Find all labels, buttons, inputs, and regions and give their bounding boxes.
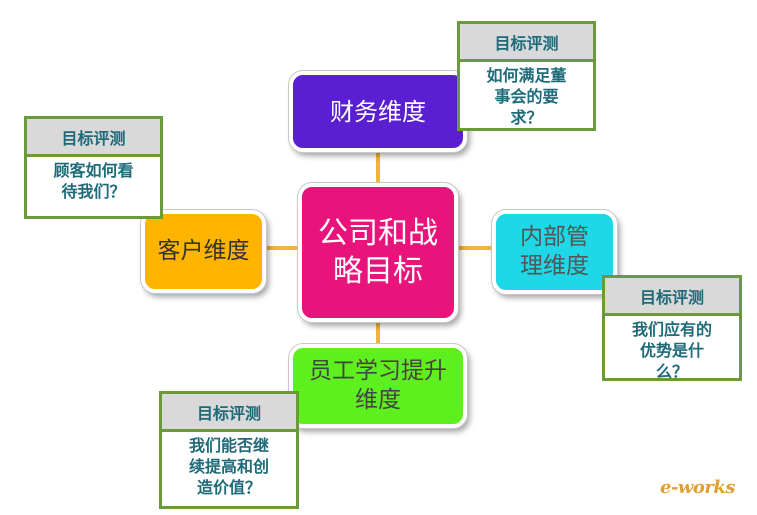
eval-box-customer: 目标评测 顾客如何看 待我们？ bbox=[24, 116, 163, 219]
eval-header-internal: 目标评测 bbox=[605, 278, 739, 316]
eval-internal-line-2: 优势是什 bbox=[639, 340, 704, 360]
center-line-2: 略目标 bbox=[333, 253, 423, 289]
learning-line-2: 维度 bbox=[355, 387, 401, 413]
center-node-strategy: 公司和战 略目标 bbox=[298, 183, 458, 322]
eval-body-learning: 我们能否继 续提高和创 造价值？ bbox=[162, 432, 296, 498]
eval-customer-line-1: 顾客如何看 bbox=[53, 161, 134, 180]
connector-right bbox=[455, 246, 497, 250]
internal-line-2: 理维度 bbox=[520, 253, 589, 279]
eval-body-finance: 如何满足董 事会的要 求？ bbox=[460, 62, 593, 128]
eval-customer-line-2: 待我们？ bbox=[61, 181, 126, 201]
connector-left bbox=[262, 246, 304, 250]
customer-dimension-node: 客户维度 bbox=[141, 210, 266, 293]
finance-dimension-label: 财务维度 bbox=[330, 97, 426, 126]
eval-learning-line-1: 我们能否继 bbox=[188, 436, 269, 455]
eval-finance-line-2: 事会的要 bbox=[494, 86, 559, 106]
connector-bottom bbox=[376, 318, 380, 348]
eval-header-learning: 目标评测 bbox=[162, 394, 296, 432]
employee-learning-text: 员工学习提升 维度 bbox=[309, 357, 447, 415]
internal-line-1: 内部管 bbox=[520, 224, 589, 251]
learning-line-1: 员工学习提升 bbox=[309, 358, 447, 385]
eval-body-customer: 顾客如何看 待我们？ bbox=[27, 157, 160, 203]
eval-box-learning: 目标评测 我们能否继 续提高和创 造价值？ bbox=[159, 391, 299, 509]
eval-learning-line-2: 续提高和创 bbox=[188, 456, 269, 476]
eval-header-finance: 目标评测 bbox=[460, 24, 593, 62]
eval-internal-line-1: 我们应有的 bbox=[631, 320, 712, 339]
eval-box-finance: 目标评测 如何满足董 事会的要 求？ bbox=[457, 21, 596, 131]
employee-learning-node: 员工学习提升 维度 bbox=[289, 344, 467, 428]
internal-management-node: 内部管 理维度 bbox=[492, 210, 617, 294]
eval-finance-line-1: 如何满足董 bbox=[486, 66, 567, 85]
internal-management-text: 内部管 理维度 bbox=[520, 223, 589, 281]
center-line-1: 公司和战 bbox=[318, 216, 438, 251]
customer-dimension-label: 客户维度 bbox=[157, 238, 250, 265]
finance-dimension-node: 财务维度 bbox=[289, 71, 467, 152]
eval-header-customer: 目标评测 bbox=[27, 119, 160, 157]
eval-learning-line-3: 造价值？ bbox=[196, 477, 261, 497]
eval-body-internal: 我们应有的 优势是什 么？ bbox=[605, 316, 739, 382]
eval-finance-line-3: 求？ bbox=[510, 107, 543, 127]
connector-top bbox=[376, 150, 380, 188]
eworks-logo: e-works bbox=[660, 477, 736, 498]
eval-box-internal: 目标评测 我们应有的 优势是什 么？ bbox=[602, 275, 742, 381]
eval-internal-line-3: 么？ bbox=[655, 361, 688, 381]
center-node-text: 公司和战 略目标 bbox=[318, 215, 438, 290]
